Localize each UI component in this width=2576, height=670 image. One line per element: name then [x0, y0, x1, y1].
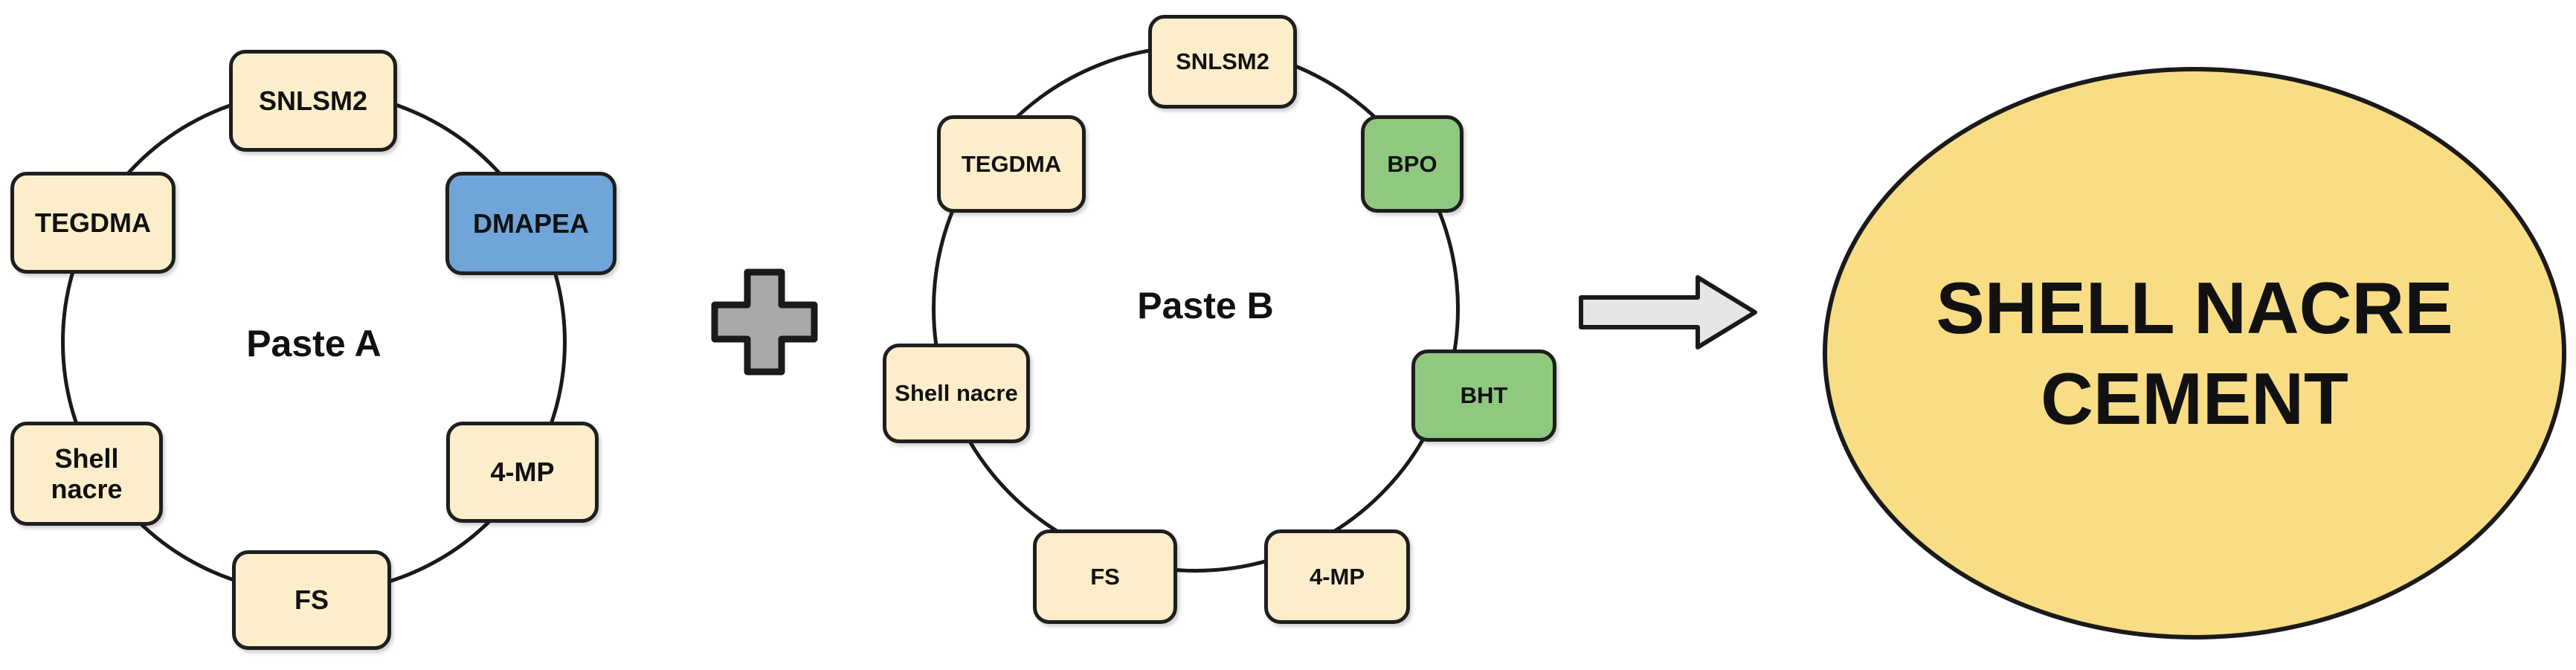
paste-b-component-shell-nacre: Shell nacre: [883, 344, 1030, 443]
paste-a-component-shell-nacre: Shell nacre: [10, 422, 163, 526]
result-title-line-2: CEMENT: [2041, 358, 2348, 439]
paste-b-component-bpo: BPO: [1361, 115, 1464, 213]
result-title-line-1: SHELL NACRE: [1936, 266, 2453, 349]
result-ellipse: SHELL NACRE CEMENT: [1823, 67, 2566, 640]
arrow-right-icon: [1579, 275, 1757, 350]
paste-b-component-tegdma: TEGDMA: [937, 115, 1086, 213]
plus-icon: [711, 268, 818, 376]
paste-a-component-dmapea: DMAPEA: [445, 172, 616, 275]
paste-b-component-fs: FS: [1033, 529, 1177, 624]
paste-a-component-snlsm2: SNLSM2: [229, 50, 397, 152]
paste-b-component-snlsm2: SNLSM2: [1148, 15, 1297, 109]
paste-a-title: Paste A: [246, 323, 381, 364]
paste-a-component-fs: FS: [232, 550, 391, 650]
paste-b-title: Paste B: [1137, 285, 1274, 326]
paste-b-component-bht: BHT: [1411, 350, 1556, 442]
paste-b-component-4mp: 4-MP: [1264, 529, 1410, 624]
paste-a-component-tegdma: TEGDMA: [10, 172, 176, 274]
paste-a-component-4mp: 4-MP: [446, 422, 599, 523]
